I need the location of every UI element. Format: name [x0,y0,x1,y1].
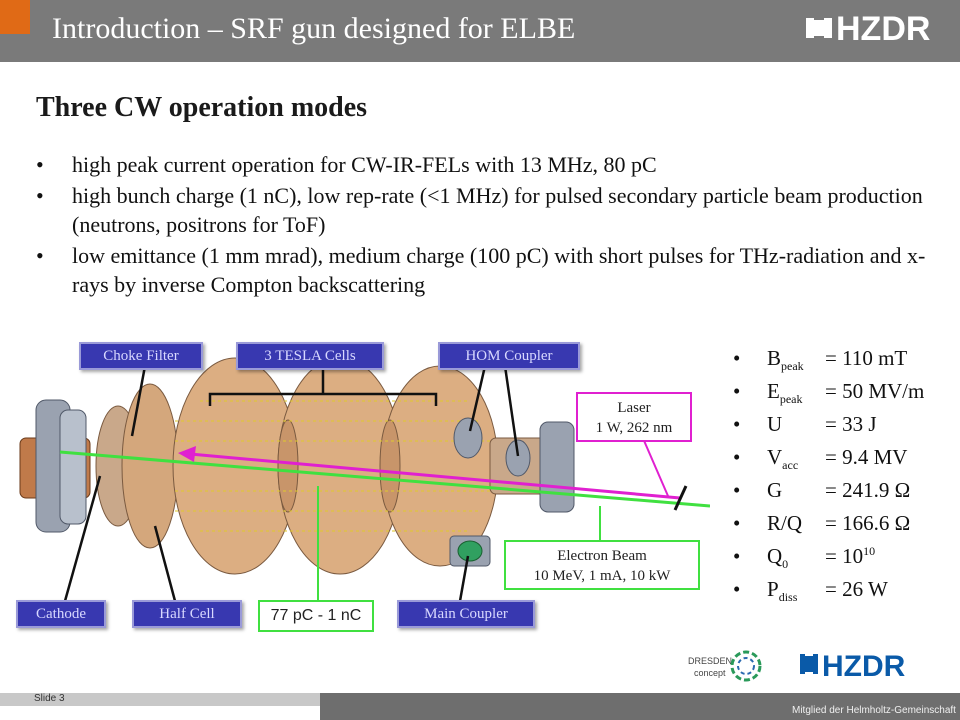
param-item: Bpeak= 110 mT [733,346,955,379]
title-bar: Introduction – SRF gun designed for ELBE… [0,0,960,62]
dresden-concept-logo: DRESDEN concept [688,650,762,682]
param-item: G= 241.9 Ω [733,478,955,511]
hom-coupler-port [505,439,531,477]
param-item: R/Q= 166.6 Ω [733,511,955,544]
slide-title: Introduction – SRF gun designed for ELBE [52,12,576,45]
half-cell-label: Half Cell [132,600,242,628]
cathode-label: Cathode [16,600,106,628]
tesla-cells-label: 3 TESLA Cells [236,342,384,370]
hzdr-logo: HZDR [806,10,930,46]
section-heading: Three CW operation modes [36,92,368,123]
footer-bar-left: Slide 3 [0,693,320,706]
hom-coupler-label: HOM Coupler [438,342,580,370]
electron-beam-title: Electron Beam [557,548,647,564]
electron-beam-note: Electron Beam 10 MeV, 1 mA, 10 kW [504,540,700,590]
svg-text:HZDR: HZDR [822,650,906,683]
list-item: high peak current operation for CW-IR-FE… [30,150,940,179]
iris-ring [379,419,401,513]
svg-text:DRESDEN: DRESDEN [688,656,732,666]
hzdr-logo-text: HZDR [836,10,930,46]
accent-tab [0,0,30,34]
laser-note: Laser 1 W, 262 nm [576,392,692,442]
param-item: Pdiss= 26 W [733,577,955,610]
charge-note: 77 pC - 1 nC [258,600,374,632]
electron-beam-line [59,450,710,508]
laser-line [189,452,681,500]
main-coupler-label: Main Coupler [397,600,535,628]
srf-gun-figure: Choke Filter 3 TESLA Cells HOM Coupler C… [0,326,710,656]
helmholtz-tagline: Mitglied der Helmholtz-Gemeinschaft [792,705,956,716]
dresden-concept-mark [730,650,762,682]
param-item: U= 33 J [733,412,955,445]
svg-text:concept: concept [694,668,726,678]
param-item: Q0= 1010 [733,544,955,577]
mode-list: high peak current operation for CW-IR-FE… [30,150,940,301]
parameter-list: Bpeak= 110 mT Epeak= 50 MV/m U= 33 J Vac… [733,346,955,610]
laser-spec: 1 W, 262 nm [595,420,673,436]
laser-mirror [673,485,688,511]
cathode-flange-inner [59,409,87,525]
iris-ring [277,419,299,513]
choke-filter-label: Choke Filter [79,342,203,370]
list-item: low emittance (1 mm mrad), medium charge… [30,241,940,299]
half-cell [121,383,179,549]
param-item: Epeak= 50 MV/m [733,379,955,412]
footer-logos: DRESDEN concept HZDR [688,648,906,683]
slide-number: Slide 3 [34,693,65,704]
laser-leader [641,435,669,497]
footer-bar-right: Mitglied der Helmholtz-Gemeinschaft [320,693,960,720]
hzdr-footer-logo: HZDR [800,648,906,683]
laser-title: Laser [617,400,651,416]
main-coupler-ring [457,540,483,562]
laser-arrowhead [178,446,196,462]
list-item: high bunch charge (1 nC), low rep-rate (… [30,181,940,239]
cavity-illustration [19,357,710,602]
electron-beam-spec: 10 MeV, 1 mA, 10 kW [533,568,671,584]
param-item: Vacc= 9.4 MV [733,445,955,478]
hom-coupler-port [453,417,483,459]
footer-bar: Slide 3 Mitglied der Helmholtz-Gemeinsch… [0,693,960,720]
end-flange [539,421,575,513]
